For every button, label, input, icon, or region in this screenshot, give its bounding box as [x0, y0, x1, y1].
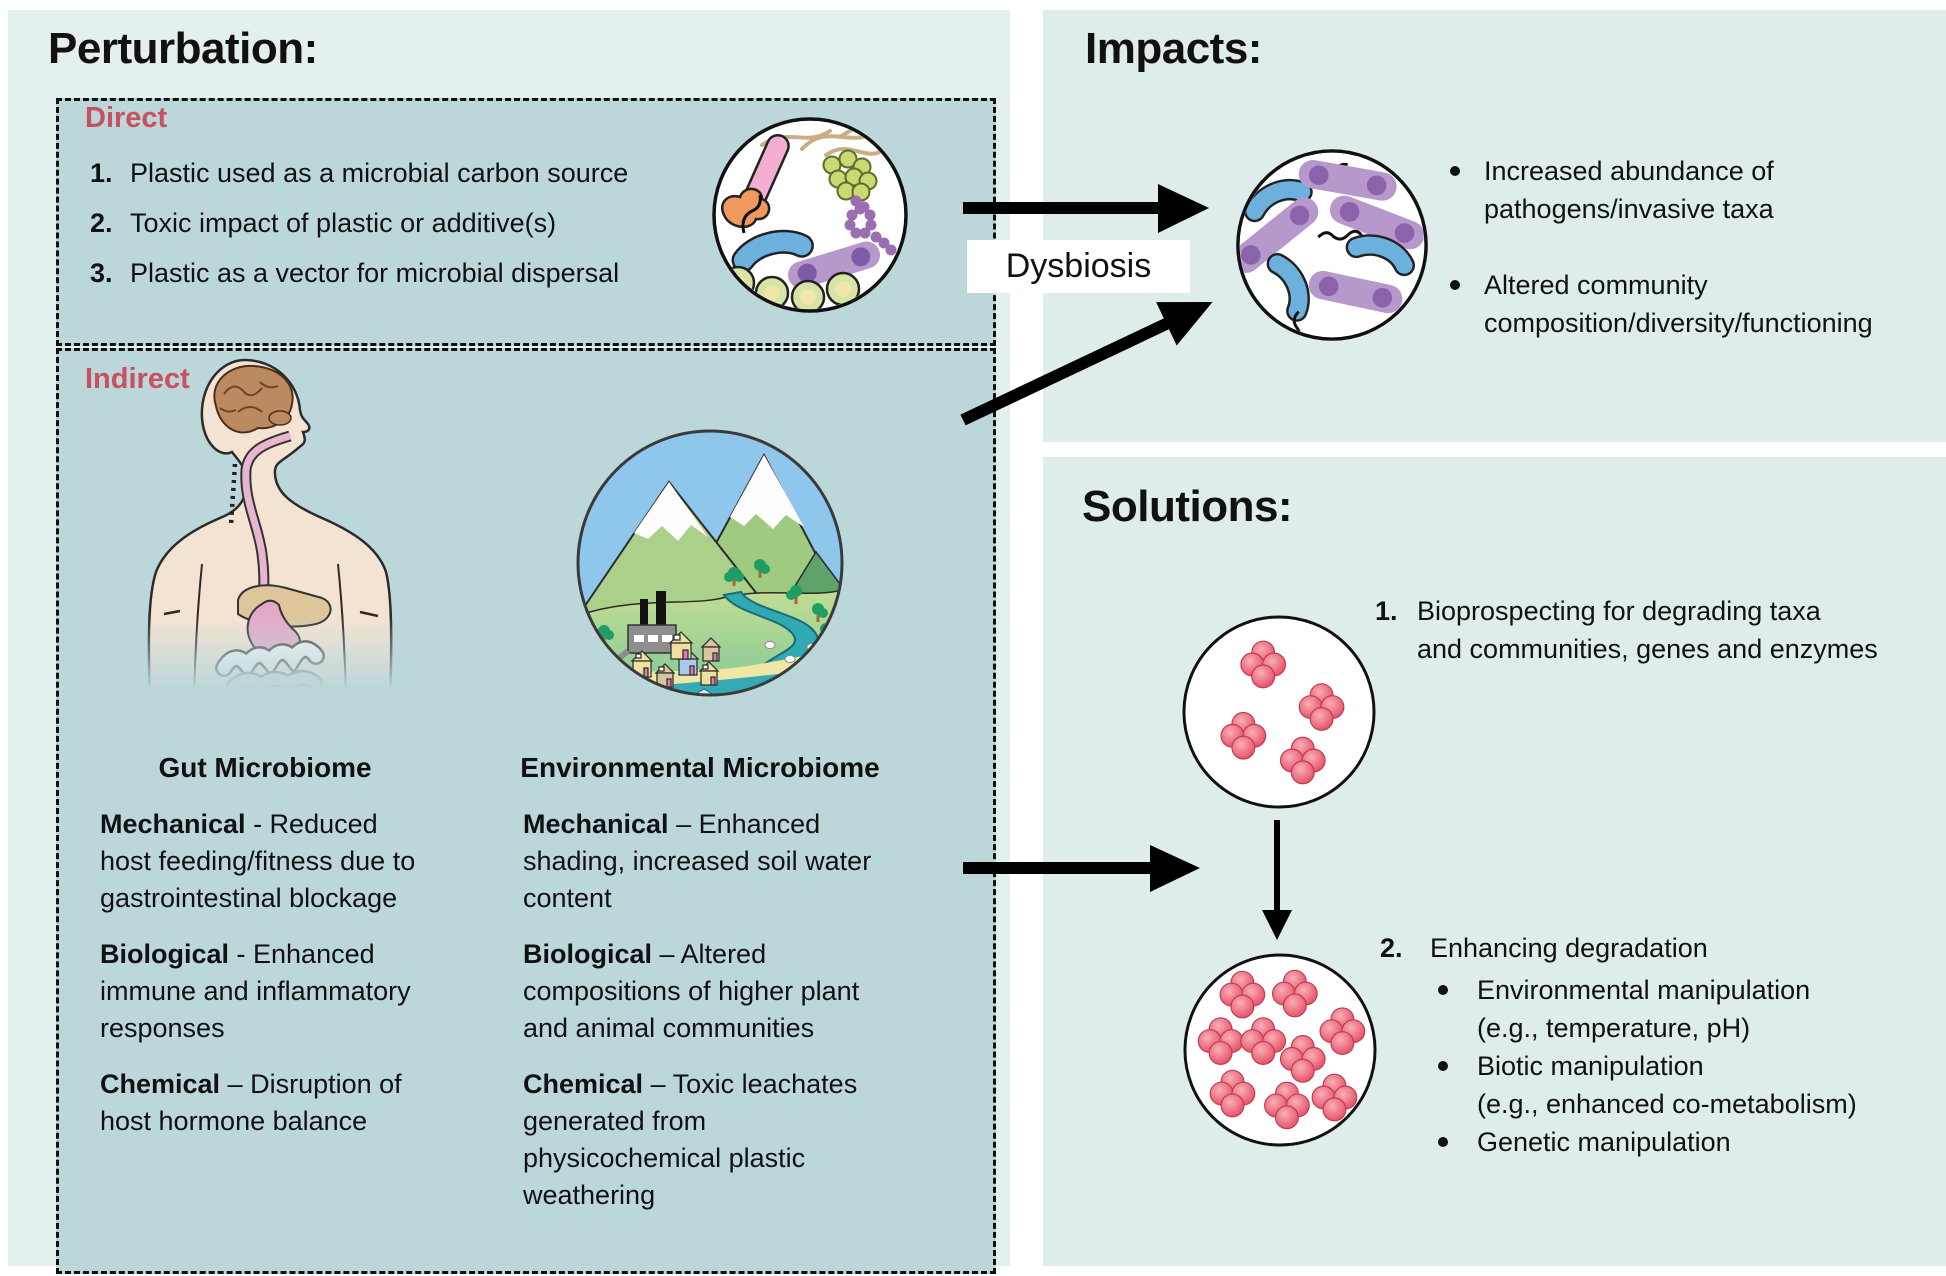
intestines-icon	[215, 640, 325, 696]
arm-line	[337, 563, 347, 700]
degrader-culture-icon	[1183, 953, 1377, 1147]
solutions-bullet: Environmental manipulation (e.g., temper…	[1431, 971, 1931, 1047]
solutions-item-1: 1. Bioprospecting for degrading taxa and…	[1375, 592, 1878, 668]
solutions-title: Solutions:	[1082, 482, 1293, 531]
gut-microbiome-heading: Gut Microbiome	[158, 752, 372, 783]
env-entry-mechanical: Mechanical – Enhanced shading, increased…	[523, 806, 943, 917]
impacts-bullet-list: Increased abundance of pathogens/invasiv…	[1448, 152, 1928, 380]
list-item: 1. Plastic used as a microbial carbon so…	[90, 156, 628, 190]
entry-term: Biological	[100, 939, 230, 969]
item-text: Toxic impact of plastic or additive(s)	[130, 208, 557, 238]
environmental-microbiome-heading: Environmental Microbiome	[520, 752, 880, 783]
item-number: 1.	[90, 158, 113, 188]
flagellum	[1317, 229, 1363, 241]
item-number: 3.	[90, 258, 113, 288]
arm-line	[193, 563, 203, 700]
impacts-bullet: Altered community composition/diversity/…	[1448, 266, 1928, 342]
direct-item-list: 1. Plastic used as a microbial carbon so…	[90, 156, 628, 306]
entry-desc: - Enhanced immune and inflammatory respo…	[100, 939, 411, 1043]
curved-rod-microbe-blue	[1266, 252, 1310, 322]
entry-desc: – Toxic leachates generated from physico…	[523, 1069, 858, 1210]
solutions-bullet-list: Environmental manipulation (e.g., temper…	[1431, 971, 1931, 1161]
gut-entry-mechanical: Mechanical - Reduced host feeding/fitnes…	[100, 806, 460, 917]
rod-microbe-purple	[1298, 159, 1397, 201]
indirect-box	[56, 348, 996, 1274]
mixed-microbes-icon	[712, 117, 908, 313]
perturbation-title: Perturbation:	[48, 24, 318, 73]
entry-term: Mechanical	[100, 809, 246, 839]
impacts-bullet: Increased abundance of pathogens/invasiv…	[1448, 152, 1928, 228]
brain-icon	[213, 364, 294, 434]
degrader-culture-icon	[1182, 615, 1376, 809]
curved-rod-microbe-blue	[1243, 178, 1313, 223]
entry-term: Biological	[523, 939, 653, 969]
environment-landscape-icon	[576, 429, 844, 697]
entry-desc: – Disruption of host hormone balance	[100, 1069, 402, 1136]
curved-rod-microbe-blue	[731, 194, 814, 273]
solutions-bullet: Biotic manipulation (e.g., enhanced co-m…	[1431, 1047, 1931, 1123]
curved-rod-microbe-blue	[1345, 234, 1416, 277]
list-item: 2. Toxic impact of plastic or additive(s…	[90, 206, 628, 240]
elbow-creases	[163, 609, 379, 618]
env-entry-chemical: Chemical – Toxic leachates generated fro…	[523, 1066, 943, 1214]
blob-microbe-orange	[721, 187, 771, 228]
gut-microbiome-text: Mechanical - Reduced host feeding/fitnes…	[100, 806, 460, 1159]
pathogen-microbes-icon	[1236, 149, 1428, 341]
cocci-cluster-olive	[822, 149, 878, 202]
environmental-microbiome-text: Mechanical – Enhanced shading, increased…	[523, 806, 943, 1233]
dysbiosis-label: Dysbiosis	[967, 240, 1190, 293]
item-number: 1.	[1375, 596, 1398, 626]
entry-desc: – Enhanced shading, increased soil water…	[523, 809, 872, 913]
vertebrae-dotted-line	[228, 463, 238, 525]
solutions-item-2: 2. Enhancing degradation	[1380, 929, 1708, 967]
env-entry-biological: Biological – Altered compositions of hig…	[523, 936, 943, 1047]
item-text: Plastic used as a microbial carbon sourc…	[130, 158, 629, 188]
item-text: Bioprospecting for degrading taxa and co…	[1417, 596, 1878, 664]
item-text: Plastic as a vector for microbial disper…	[130, 258, 620, 288]
rod-microbe-purple	[787, 241, 881, 289]
item-text: Enhancing degradation	[1430, 933, 1708, 963]
list-item: 3. Plastic as a vector for microbial dis…	[90, 256, 628, 290]
rod-microbe-purple	[1329, 195, 1425, 250]
gut-entry-biological: Biological - Enhanced immune and inflamm…	[100, 936, 460, 1047]
entry-term: Chemical	[523, 1069, 644, 1099]
indirect-label: Indirect	[85, 363, 190, 395]
human-gut-illustration-icon	[147, 358, 393, 700]
rod-microbe-purple	[1239, 197, 1319, 273]
entry-desc: – Altered compositions of higher plant a…	[523, 939, 860, 1043]
solutions-bullet: Genetic manipulation	[1431, 1123, 1931, 1161]
impacts-title: Impacts:	[1085, 24, 1262, 73]
entry-term: Mechanical	[523, 809, 669, 839]
item-number: 2.	[90, 208, 113, 238]
bead-chain-microbe-purple	[844, 195, 897, 256]
item-number: 2.	[1380, 933, 1403, 963]
direct-label: Direct	[85, 102, 168, 134]
gut-entry-chemical: Chemical – Disruption of host hormone ba…	[100, 1066, 460, 1140]
rod-microbe-purple	[1308, 270, 1403, 314]
perturbation-panel: Perturbation: Direct 1. Plastic used as …	[8, 10, 1010, 1274]
entry-desc: - Reduced host feeding/fitness due to ga…	[100, 809, 416, 913]
entry-term: Chemical	[100, 1069, 221, 1099]
